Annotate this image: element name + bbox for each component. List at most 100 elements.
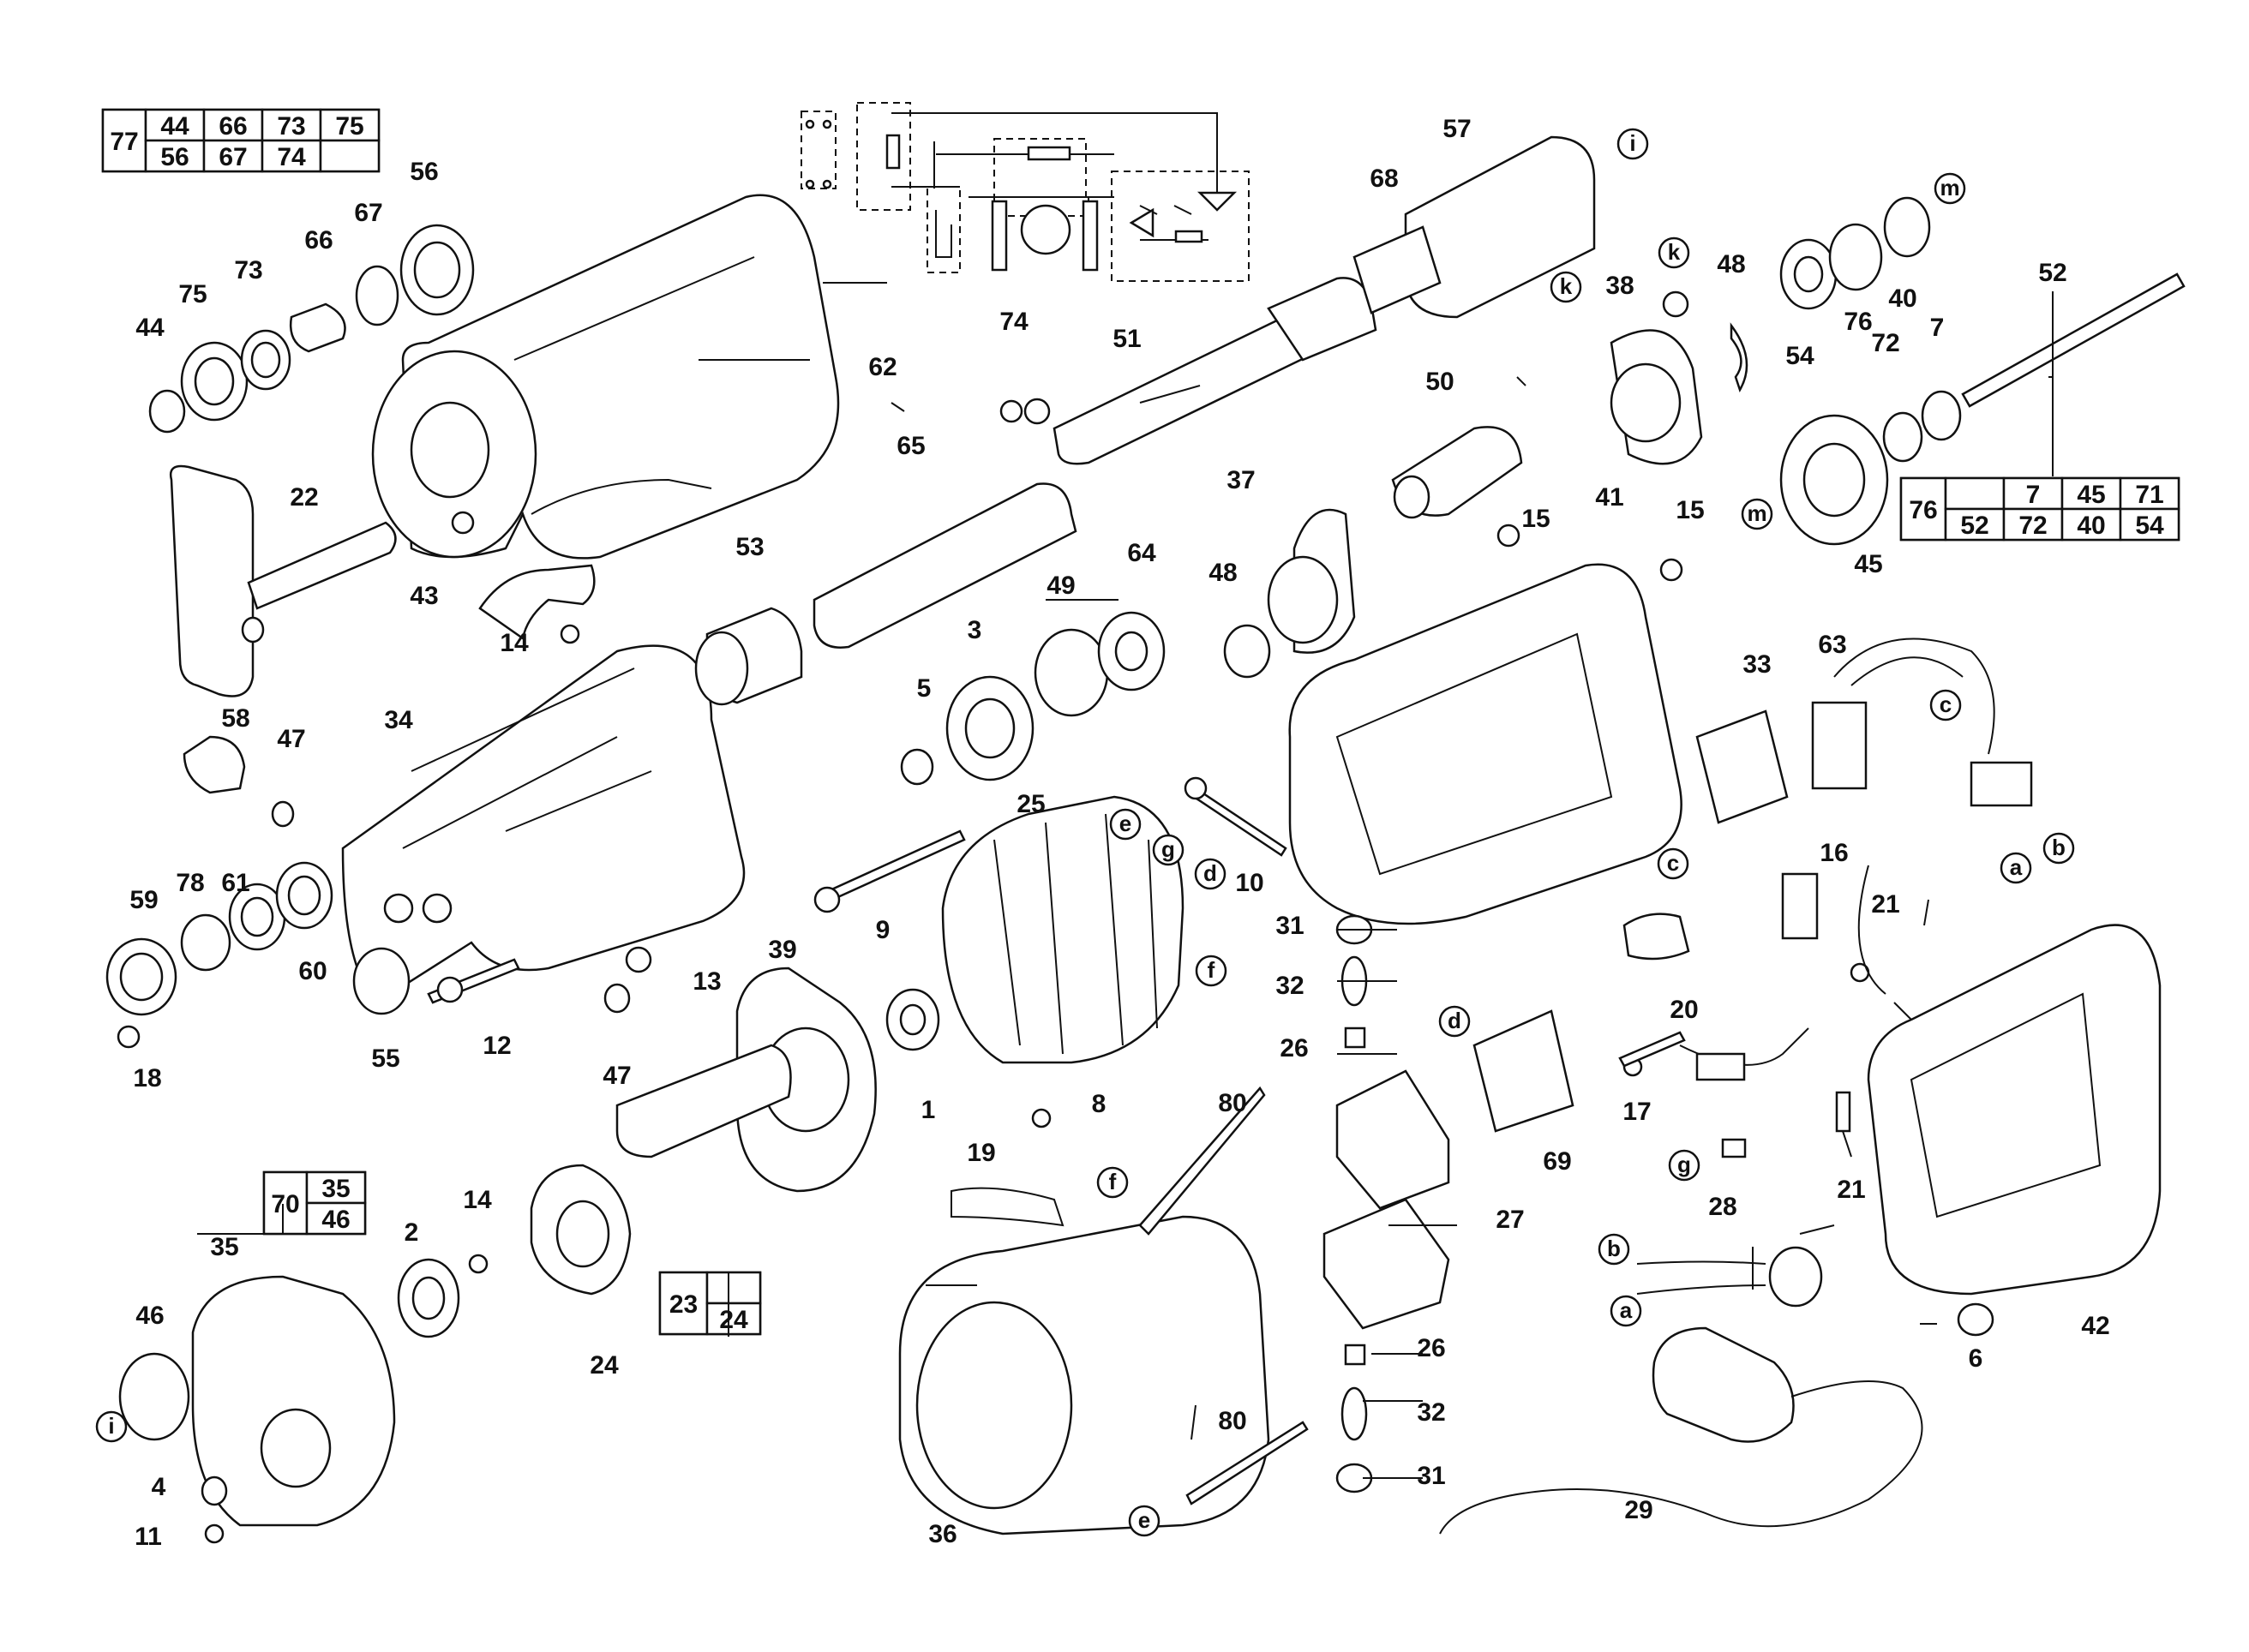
- connector-label-cc: c: [1667, 850, 1679, 876]
- part-label-p66: 66: [304, 226, 333, 254]
- part-label-p51: 51: [1113, 325, 1141, 353]
- part-label-p19: 19: [967, 1139, 995, 1167]
- assembly-cell: 23: [669, 1290, 698, 1319]
- part-label-p53: 53: [735, 533, 764, 561]
- part-label-p7a: 7: [1930, 314, 1945, 342]
- assembly-cell: 40: [2077, 512, 2105, 540]
- part-label-p58: 58: [221, 704, 249, 733]
- part-label-p48b: 48: [1208, 559, 1237, 587]
- connector-label-cg: g: [1161, 836, 1175, 862]
- assembly-cell: 72: [2018, 512, 2047, 540]
- end-cap-35: [118, 1275, 396, 1544]
- assembly-cell: 75: [335, 112, 363, 141]
- assembly-cell: 66: [219, 112, 247, 141]
- part-label-p24: 24: [590, 1351, 619, 1380]
- connector-marker-cd-1: d: [1438, 1005, 1471, 1038]
- part-label-p48a: 48: [1717, 250, 1745, 278]
- assembly-cell: 77: [110, 128, 138, 156]
- part-label-p5: 5: [917, 674, 932, 703]
- connector-label-ca: a: [2010, 854, 2023, 880]
- part-label-p6: 6: [1969, 1344, 1983, 1373]
- connector-marker-ce-1: e: [1128, 1505, 1160, 1537]
- assembly-cell: 76: [1909, 496, 1937, 524]
- side-handle-22: [169, 464, 397, 697]
- assembly-cell: 52: [1960, 512, 1988, 540]
- connector-marker-ce: e: [1109, 808, 1142, 841]
- top-left-bearings: [148, 224, 475, 434]
- connector-label-ce: e: [1119, 811, 1131, 836]
- part-label-p55: 55: [371, 1044, 399, 1073]
- part-label-p65: 65: [897, 432, 925, 460]
- assembly-cell: 71: [2135, 481, 2163, 509]
- part-label-p64: 64: [1127, 539, 1156, 567]
- part-label-p49: 49: [1047, 572, 1075, 600]
- part-label-p21a: 21: [1871, 890, 1899, 919]
- part-label-p14b: 14: [463, 1186, 492, 1214]
- connector-label-cb: b: [1607, 1236, 1621, 1261]
- part-label-p33: 33: [1742, 650, 1771, 679]
- part-label-p38: 38: [1605, 272, 1634, 300]
- part-label-p80a: 80: [1218, 1089, 1246, 1117]
- assembly-cell: 56: [160, 143, 189, 171]
- part-label-p72: 72: [1871, 329, 1899, 357]
- part-label-p3: 3: [968, 616, 982, 644]
- lever-43: [478, 564, 596, 641]
- connector-marker-ci-1: i: [95, 1410, 128, 1443]
- part-drawings: [105, 102, 2186, 1544]
- connector-marker-cd: d: [1194, 858, 1226, 890]
- power-cable: [1439, 1246, 1923, 1535]
- connector-label-cb: b: [2052, 835, 2066, 860]
- part-label-p18: 18: [133, 1064, 161, 1092]
- connector-marker-ck-1: k: [1550, 271, 1582, 303]
- part-label-p56: 56: [410, 158, 438, 186]
- assembly-cell: 45: [2077, 481, 2105, 509]
- part-label-p29: 29: [1624, 1496, 1652, 1524]
- part-label-p62: 62: [868, 353, 897, 381]
- part-label-p54: 54: [1785, 342, 1814, 370]
- connector-label-ce: e: [1138, 1507, 1150, 1533]
- part-label-p61: 61: [221, 869, 249, 897]
- part-label-p46: 46: [135, 1302, 164, 1330]
- connector-label-cc: c: [1940, 691, 1952, 717]
- assembly-cell: 70: [271, 1190, 299, 1218]
- screw-14-top: [560, 624, 580, 644]
- part-label-p10: 10: [1235, 869, 1263, 897]
- part-label-p16: 16: [1820, 839, 1848, 867]
- part-label-p12: 12: [483, 1032, 511, 1060]
- part-label-p32a: 32: [1275, 972, 1304, 1000]
- connector-marker-cb-1: b: [1598, 1233, 1630, 1266]
- part-label-p50: 50: [1425, 368, 1454, 396]
- upper-right-parts: [1267, 135, 1748, 654]
- leader-lines: [699, 282, 1937, 1479]
- part-label-p17: 17: [1622, 1098, 1651, 1126]
- part-label-p63: 63: [1818, 631, 1846, 659]
- middle-bearings: [900, 611, 1271, 786]
- part-label-p44: 44: [135, 314, 165, 342]
- connector-marker-ca: a: [2000, 852, 2032, 884]
- connector-label-ck: k: [1668, 239, 1681, 265]
- part-label-p80b: 80: [1218, 1407, 1246, 1435]
- part-label-p22: 22: [290, 483, 318, 512]
- handle-housing-42: [1835, 924, 2162, 1337]
- brush-housing-36: [898, 1108, 1270, 1535]
- connector-marker-cg: g: [1152, 834, 1184, 866]
- part-label-p14a: 14: [500, 629, 529, 657]
- part-label-p2: 2: [405, 1218, 419, 1247]
- connector-label-cm: m: [1747, 500, 1766, 526]
- assembly-cell: 24: [719, 1306, 748, 1334]
- part-label-p68: 68: [1370, 165, 1398, 193]
- part-label-p60: 60: [298, 957, 327, 985]
- assembly-cell: 73: [277, 112, 305, 141]
- part-label-p34: 34: [384, 706, 413, 734]
- connector-label-ca: a: [1620, 1297, 1633, 1323]
- connector-marker-cm: m: [1934, 172, 1966, 205]
- left-rings: [105, 735, 631, 1049]
- part-label-p52: 52: [2038, 259, 2066, 287]
- part-label-p26b: 26: [1417, 1334, 1445, 1362]
- part-label-p27: 27: [1496, 1206, 1524, 1234]
- assembly-cell: 54: [2135, 512, 2164, 540]
